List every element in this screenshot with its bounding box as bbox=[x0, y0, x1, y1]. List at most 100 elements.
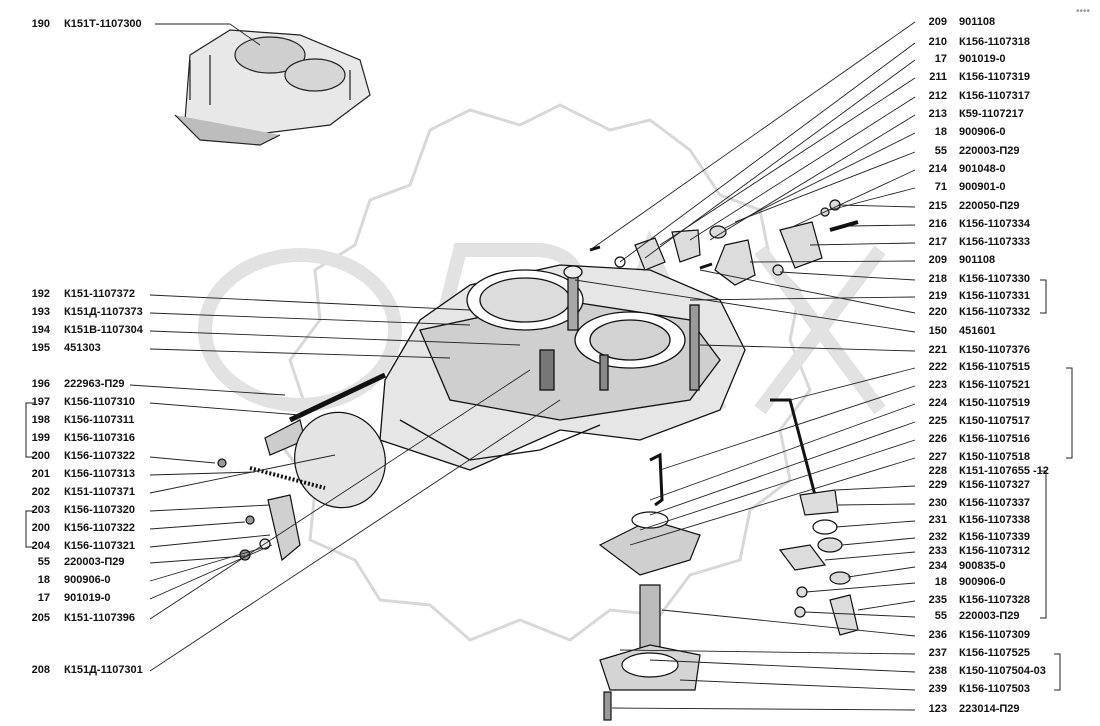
right-part-number: 210 bbox=[928, 36, 947, 48]
right-part-code: К156-1107333 bbox=[959, 236, 1030, 248]
bracket-marks bbox=[25, 279, 1073, 691]
pump-assembly-parts bbox=[598, 398, 859, 721]
right-part-number: 55 bbox=[934, 145, 947, 157]
right-part-number: 214 bbox=[928, 163, 947, 175]
right-part-code: 220050-П29 bbox=[959, 200, 1020, 212]
right-part-code: 900906-0 bbox=[959, 576, 1006, 588]
right-part-code: К156-1107337 bbox=[959, 497, 1030, 509]
right-part-code: К156-1107318 bbox=[959, 36, 1030, 48]
right-part-code: К156-1107309 bbox=[959, 629, 1030, 641]
right-part-code: К150-1107519 bbox=[959, 397, 1030, 409]
left-part-code: К156-1107322 bbox=[64, 522, 135, 534]
right-part-number: 217 bbox=[928, 236, 947, 248]
right-part-code: К150-1107504-03 bbox=[959, 665, 1046, 677]
right-part-number: 123 bbox=[928, 703, 947, 715]
right-part-code: 901108 bbox=[959, 254, 996, 266]
right-part-number: 218 bbox=[928, 273, 947, 285]
right-part-code: К156-1107338 bbox=[959, 514, 1030, 526]
right-part-number: 231 bbox=[928, 514, 947, 526]
right-part-number: 236 bbox=[928, 629, 947, 641]
right-part-number: 225 bbox=[928, 415, 947, 427]
right-part-code: К156-1107339 bbox=[959, 531, 1030, 543]
left-part-code: 901019-0 bbox=[64, 592, 111, 604]
right-part-number: 211 bbox=[929, 71, 947, 83]
right-part-code: К156-1107328 bbox=[959, 594, 1030, 606]
left-part-number: 203 bbox=[31, 504, 50, 516]
left-part-number: 208 bbox=[31, 664, 50, 676]
left-part-number: 197 bbox=[31, 396, 50, 408]
left-part-number: 190 bbox=[31, 18, 50, 30]
right-part-code: 223014-П29 bbox=[959, 703, 1020, 715]
right-part-code: К151-1107655 -12 bbox=[959, 465, 1049, 477]
right-part-number: 55 bbox=[934, 610, 947, 622]
right-part-code: 901108 bbox=[959, 16, 996, 28]
right-part-number: 238 bbox=[928, 665, 947, 677]
leader-lines bbox=[129, 21, 916, 711]
right-part-code: К156-1107312 bbox=[959, 545, 1030, 557]
right-part-number: 222 bbox=[928, 361, 947, 373]
left-part-code: К156-1107311 bbox=[64, 414, 135, 426]
left-part-number: 192 bbox=[31, 288, 50, 300]
left-part-number: 193 bbox=[31, 306, 50, 318]
right-part-code: 901019-0 bbox=[959, 53, 1006, 65]
left-part-code: К156-1107321 bbox=[64, 540, 135, 552]
right-part-code: 901048-0 bbox=[959, 163, 1006, 175]
left-part-code: 451303 bbox=[64, 342, 101, 354]
left-part-code: 220003-П29 bbox=[64, 556, 125, 568]
left-part-number: 194 bbox=[31, 324, 50, 336]
left-part-number: 18 bbox=[37, 574, 50, 586]
left-part-number: 17 bbox=[37, 592, 50, 604]
right-part-code: К150-1107376 bbox=[959, 344, 1030, 356]
right-part-number: 232 bbox=[928, 531, 947, 543]
right-part-code: К156-1107334 bbox=[959, 218, 1030, 230]
right-part-number: 215 bbox=[928, 200, 947, 212]
carburetor-assembly-thumbnail bbox=[174, 29, 371, 146]
left-part-code: К156-1107313 bbox=[64, 468, 135, 480]
right-part-code: К156-1107515 bbox=[959, 361, 1030, 373]
carburetor-body-main bbox=[379, 264, 746, 471]
right-part-code: К156-1107327 bbox=[959, 479, 1030, 491]
left-part-code: К156-1107322 bbox=[64, 450, 135, 462]
right-part-code: 220003-П29 bbox=[959, 610, 1020, 622]
right-part-number: 17 bbox=[934, 53, 947, 65]
right-part-code: К156-1107521 bbox=[959, 379, 1030, 391]
right-part-number: 213 bbox=[928, 108, 947, 120]
right-part-number: 71 bbox=[934, 181, 947, 193]
right-part-number: 237 bbox=[928, 647, 947, 659]
left-part-code: К151В-1107304 bbox=[64, 324, 143, 336]
left-part-code: 222963-П29 bbox=[64, 378, 125, 390]
left-part-number: 55 bbox=[37, 556, 50, 568]
left-part-code: К151-1107372 bbox=[64, 288, 135, 300]
right-part-code: 451601 bbox=[959, 325, 996, 337]
left-part-number: 198 bbox=[31, 414, 50, 426]
right-part-code: 900906-0 bbox=[959, 126, 1006, 138]
right-part-number: 150 bbox=[928, 325, 947, 337]
right-part-number: 229 bbox=[928, 479, 947, 491]
right-part-number: 234 bbox=[928, 560, 947, 572]
right-part-code: 900835-0 bbox=[959, 560, 1006, 572]
left-part-number: 204 bbox=[31, 540, 50, 552]
left-part-code: К151Д-1107301 bbox=[64, 664, 143, 676]
right-part-code: К156-1107332 bbox=[959, 306, 1030, 318]
right-part-number: 216 bbox=[928, 218, 947, 230]
left-part-code: К156-1107310 bbox=[64, 396, 135, 408]
corner-mark: •••• bbox=[1076, 6, 1091, 17]
right-part-number: 18 bbox=[934, 576, 947, 588]
left-part-code: К156-1107320 bbox=[64, 504, 135, 516]
right-part-number: 18 bbox=[934, 126, 947, 138]
right-part-number: 228 bbox=[928, 465, 947, 477]
left-part-code: К151-1107371 bbox=[64, 486, 135, 498]
right-part-number: 227 bbox=[928, 451, 947, 463]
right-part-number: 230 bbox=[928, 497, 947, 509]
right-part-code: К156-1107330 bbox=[959, 273, 1030, 285]
right-part-code: К156-1107319 bbox=[959, 71, 1030, 83]
left-part-number: 199 bbox=[31, 432, 50, 444]
right-part-number: 219 bbox=[928, 290, 947, 302]
right-part-number: 221 bbox=[928, 344, 947, 356]
left-part-code: 900906-0 bbox=[64, 574, 111, 586]
right-part-number: 239 bbox=[928, 683, 947, 695]
left-part-number: 200 bbox=[31, 450, 50, 462]
left-part-code: К151Т-1107300 bbox=[64, 18, 142, 30]
